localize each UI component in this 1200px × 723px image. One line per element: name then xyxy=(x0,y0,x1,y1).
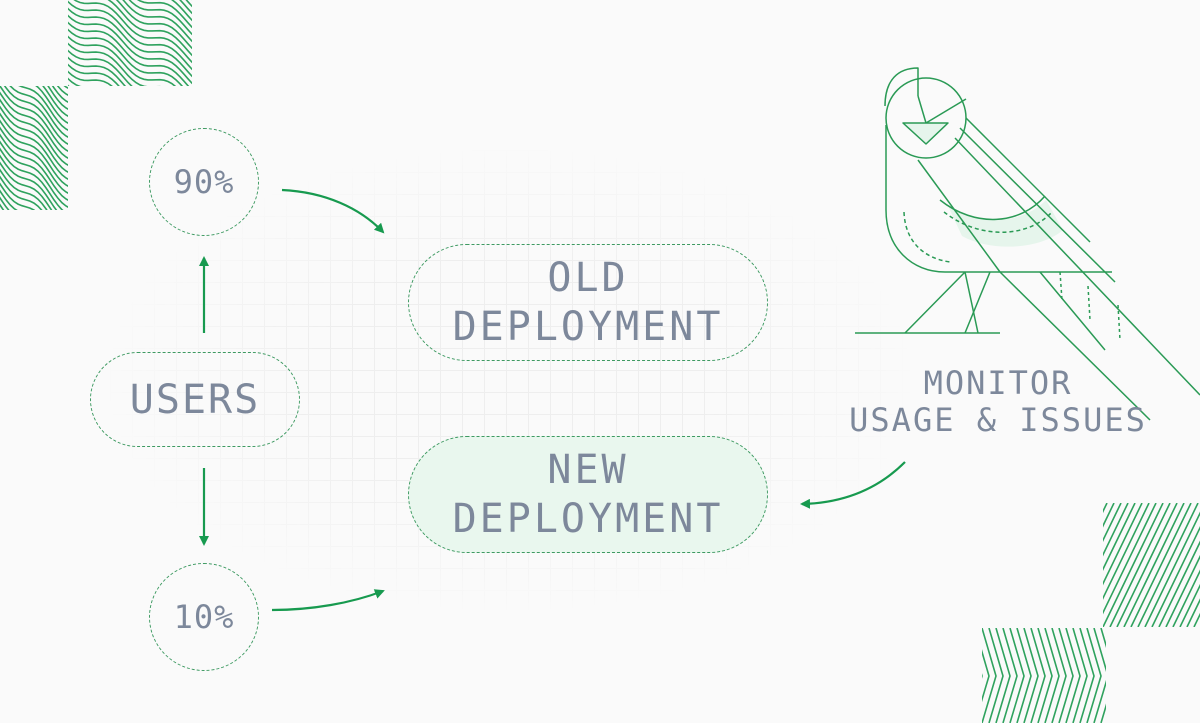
traffic-90-percent: 90% xyxy=(149,128,259,236)
new-deployment-node: NEW DEPLOYMENT xyxy=(408,436,768,553)
old-deployment-line2: DEPLOYMENT xyxy=(452,303,724,350)
old-deployment-line1: OLD xyxy=(547,254,629,301)
traffic-90-label: 90% xyxy=(173,163,235,201)
monitor-line1: MONITOR xyxy=(923,364,1073,402)
wave-pattern-icon xyxy=(0,86,68,210)
old-deployment-node: OLD DEPLOYMENT xyxy=(408,244,768,361)
arrow-10-to-new xyxy=(271,589,385,612)
monitor-label: MONITOR USAGE & ISSUES xyxy=(838,365,1158,439)
users-node: USERS xyxy=(90,352,300,447)
new-deployment-line2: DEPLOYMENT xyxy=(452,495,724,542)
new-deployment-line1: NEW xyxy=(547,446,629,493)
users-label: USERS xyxy=(129,376,261,423)
arrow-90-to-old xyxy=(281,188,385,234)
traffic-10-label: 10% xyxy=(173,598,235,636)
arrow-monitor-to-new xyxy=(800,461,906,509)
diagonal-stripe-pattern-icon xyxy=(1103,503,1200,627)
monitor-line2: USAGE & ISSUES xyxy=(849,401,1147,439)
traffic-10-percent: 10% xyxy=(149,563,259,671)
chevron-pattern-icon xyxy=(982,628,1106,723)
wave-pattern-icon xyxy=(68,0,192,86)
